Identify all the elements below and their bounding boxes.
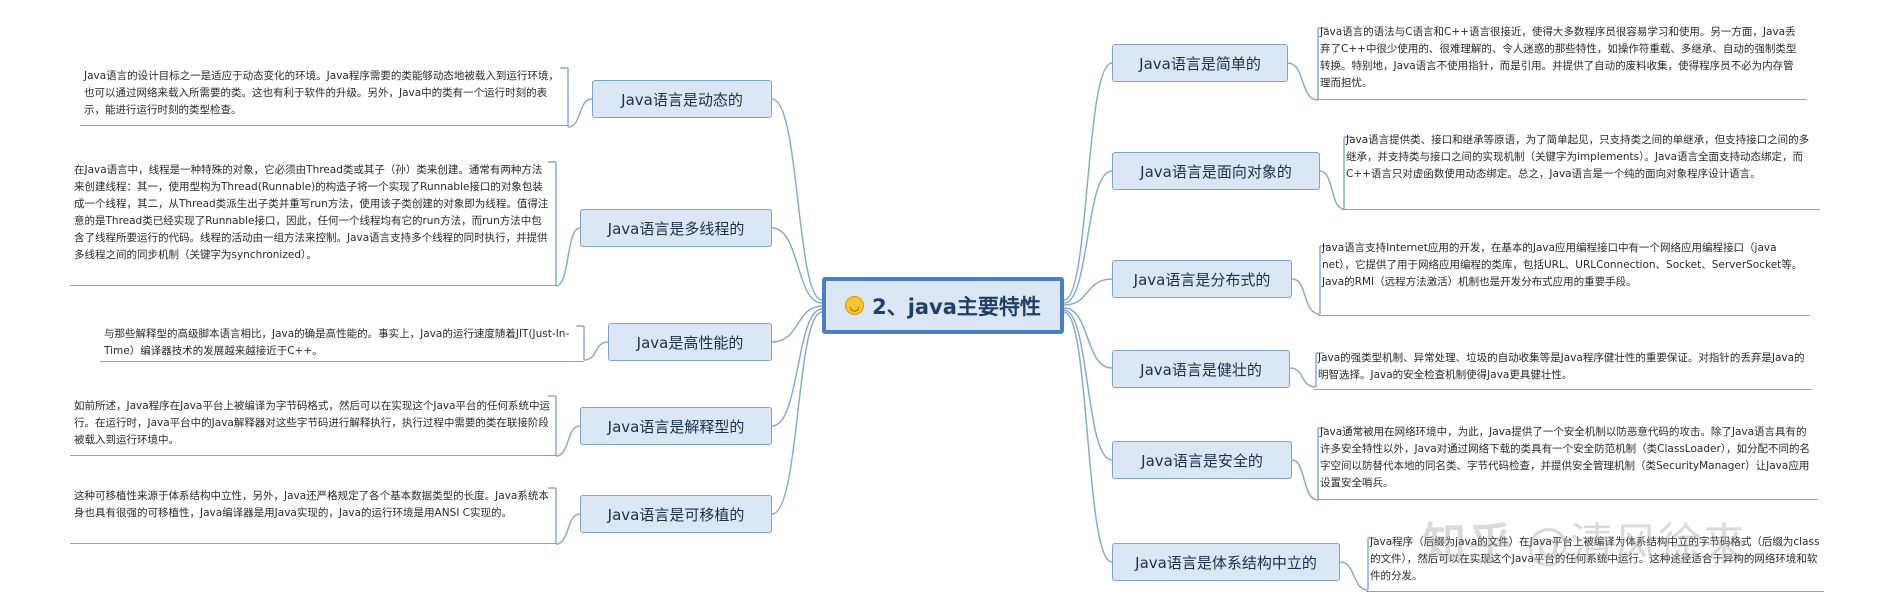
note-high-performance: 与那些解释型的高级脚本语言相比，Java的确是高性能的。事实上，Java的运行速… xyxy=(100,326,584,362)
watermark-author: @清风徐来 xyxy=(1526,519,1746,570)
note-portable: 这种可移植性来源于体系结构中立性，另外，Java还严格规定了各个基本数据类型的长… xyxy=(70,488,556,544)
branch-label: Java语言是可移植的 xyxy=(607,505,745,524)
branch-label: Java语言是动态的 xyxy=(621,90,743,109)
branch-robust[interactable]: Java语言是健壮的 xyxy=(1112,350,1290,388)
branch-label: Java语言是分布式的 xyxy=(1133,270,1271,289)
branch-portable[interactable]: Java语言是可移植的 xyxy=(580,495,772,533)
branch-secure[interactable]: Java语言是安全的 xyxy=(1112,441,1292,479)
smiley-icon: ◡ xyxy=(845,296,865,315)
branch-object-oriented[interactable]: Java语言是面向对象的 xyxy=(1112,152,1320,190)
branch-interpreted[interactable]: Java语言是解释型的 xyxy=(580,407,772,445)
watermark-brand: 知乎 xyxy=(1422,519,1514,570)
branch-multithreaded[interactable]: Java语言是多线程的 xyxy=(580,209,772,247)
note-robust: Java的强类型机制、异常处理、垃圾的自动收集等是Java程序健壮性的重要保证。… xyxy=(1314,350,1812,390)
note-dynamic: Java语言的设计目标之一是适应于动态变化的环境。Java程序需要的类能够动态地… xyxy=(80,68,568,126)
central-topic-label: 2、java主要特性 xyxy=(872,294,1041,319)
branch-simple[interactable]: Java语言是简单的 xyxy=(1112,44,1288,82)
note-architecture-neutral: Java程序（后缀为java的文件）在Java平台上被编译为体系结构中立的字节码… xyxy=(1366,534,1824,592)
note-simple: Java语言的语法与C语言和C++语言很接近，使得大多数程序员很容易学习和使用。… xyxy=(1316,24,1806,100)
note-multithreaded: 在Java语言中，线程是一种特殊的对象，它必须由Thread类或其子（孙）类来创… xyxy=(70,162,556,286)
branch-label: Java语言是体系结构中立的 xyxy=(1135,553,1317,572)
branch-label: Java语言是多线程的 xyxy=(607,219,745,238)
branch-label: Java是高性能的 xyxy=(636,333,744,352)
branch-dynamic[interactable]: Java语言是动态的 xyxy=(592,80,772,118)
branch-label: Java语言是简单的 xyxy=(1139,54,1261,73)
central-topic[interactable]: ◡ 2、java主要特性 xyxy=(822,277,1064,334)
branch-distributed[interactable]: Java语言是分布式的 xyxy=(1112,260,1292,298)
branch-label: Java语言是解释型的 xyxy=(607,417,745,436)
note-interpreted: 如前所述，Java程序在Java平台上被编译为字节码格式，然后可以在实现这个Ja… xyxy=(70,398,556,456)
branch-architecture-neutral[interactable]: Java语言是体系结构中立的 xyxy=(1112,543,1340,581)
note-object-oriented: Java语言提供类、接口和继承等原语，为了简单起见，只支持类之间的单继承，但支持… xyxy=(1342,132,1820,210)
branch-label: Java语言是安全的 xyxy=(1141,451,1263,470)
branch-label: Java语言是面向对象的 xyxy=(1140,162,1292,181)
note-distributed: Java语言支持Internet应用的开发，在基本的Java应用编程接口中有一个… xyxy=(1318,240,1810,316)
watermark: 知乎 @清风徐来 xyxy=(1422,508,1746,572)
branch-label: Java语言是健壮的 xyxy=(1140,360,1262,379)
note-secure: Java通常被用在网络环境中，为此，Java提供了一个安全机制以防恶意代码的攻击… xyxy=(1316,424,1818,500)
branch-high-performance[interactable]: Java是高性能的 xyxy=(608,323,772,361)
